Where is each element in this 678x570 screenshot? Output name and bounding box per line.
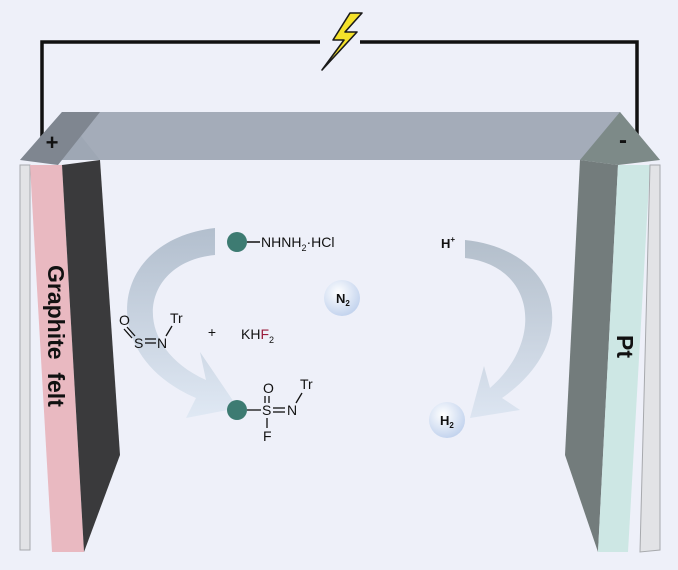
cathode-top-edge	[580, 112, 660, 165]
cathode-reaction-arrow	[465, 240, 553, 418]
svg-text:S: S	[134, 335, 143, 351]
reaction-plus-sign: +	[208, 324, 216, 340]
h2-label: H2	[440, 413, 454, 430]
cathode-face	[598, 165, 650, 552]
anode-reaction-arrow	[127, 228, 238, 418]
substrate-dot-icon	[227, 232, 247, 252]
svg-text:N: N	[287, 402, 297, 418]
sulfinylamine-structure: O S N Tr	[119, 310, 183, 351]
product-substrate-dot-icon	[227, 400, 247, 420]
anode-face	[30, 165, 84, 552]
anode-top-edge	[20, 112, 100, 165]
svg-text:Tr: Tr	[170, 310, 183, 326]
anode-outer-glass	[19, 164, 31, 551]
anode-dark-side	[62, 160, 120, 552]
circuit-wire	[40, 40, 320, 140]
product-structure: S O N Tr F	[227, 376, 313, 444]
circuit-wire-right	[360, 40, 639, 140]
hydrazine-formula: NHNH2·HCl	[261, 234, 334, 253]
proton-label: H+	[441, 235, 455, 251]
cathode-polarity-label: -	[619, 127, 627, 154]
cathode-dark-side	[565, 160, 618, 552]
lightning-bolt-icon	[321, 12, 363, 71]
svg-text:Tr: Tr	[300, 376, 313, 392]
svg-text:F: F	[263, 428, 272, 444]
svg-text:S: S	[262, 402, 271, 418]
svg-text:O: O	[263, 380, 274, 396]
cell-back-wall	[62, 112, 620, 160]
svg-text:N: N	[157, 335, 167, 351]
n2-label: N2	[336, 291, 350, 308]
anode-name-label: Graphite felt	[43, 265, 69, 407]
cathode-name-label: Pt	[612, 335, 638, 358]
h2-gas-bubble	[429, 402, 465, 438]
anode-polarity-label: +	[46, 130, 59, 155]
n2-gas-bubble	[324, 280, 360, 316]
cathode-outer-glass	[639, 164, 661, 553]
khf2-formula: KHF2	[241, 326, 274, 345]
svg-text:O: O	[119, 312, 130, 328]
